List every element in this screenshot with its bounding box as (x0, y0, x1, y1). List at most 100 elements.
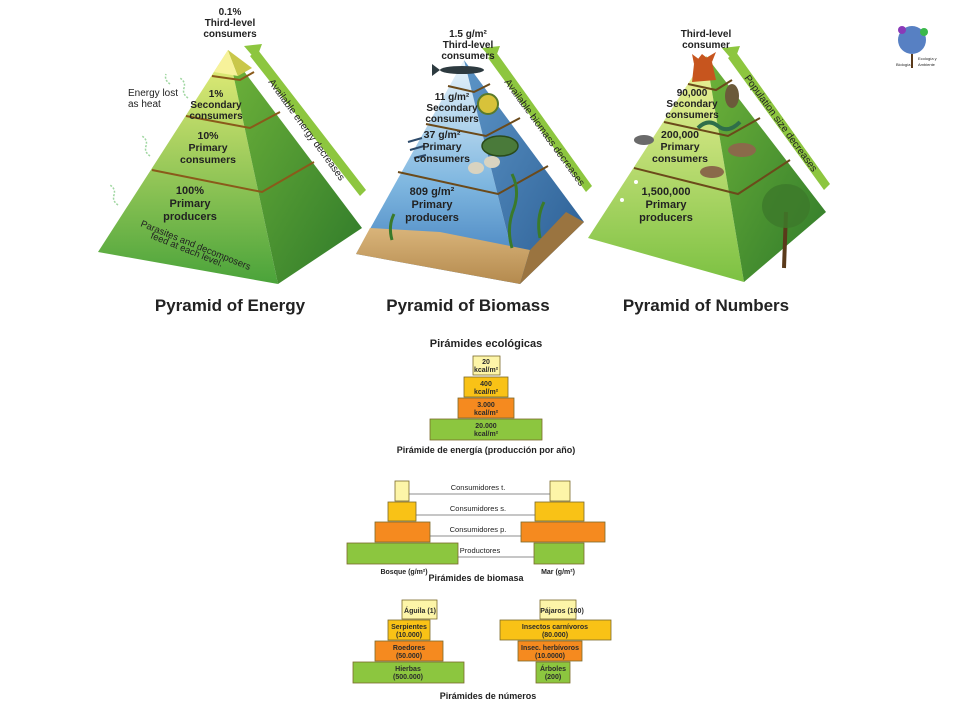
snail-icon (468, 162, 484, 174)
biomass-level-name: consumers (414, 153, 470, 165)
numbers-level-name: consumers (665, 110, 719, 121)
energia-level-label: 3.000 (477, 402, 495, 409)
owl-icon (725, 84, 739, 108)
fish-tail-icon (432, 64, 440, 76)
numeros-right-label: (200) (545, 674, 561, 681)
bosque-level-4 (346, 542, 459, 565)
bosque-label: Bosque (g/m²) (380, 569, 427, 576)
energy-level-name: Third-level (205, 18, 256, 29)
energia-level-3 (457, 397, 515, 419)
biomass-divider-2 (425, 117, 521, 138)
biomass-level-name: consumers (425, 114, 479, 125)
energy-apex-side (228, 50, 252, 76)
energia-level-label: kcal/m² (474, 431, 499, 438)
numeros-right-label: Insectos carnívoros (522, 624, 588, 631)
energy-divider-2 (185, 111, 281, 130)
logo: Biología Ecología y Ambiente (896, 26, 937, 68)
numbers-side-arrow (728, 52, 830, 190)
numbers-side-arrowhead (722, 46, 740, 62)
numbers-level-name: consumer (682, 40, 730, 51)
energy-level-value: 10% (197, 130, 219, 142)
biomasa-level-label: Consumidores p. (450, 525, 507, 534)
biomass-sand (356, 228, 530, 284)
biomass-level-name: consumers (441, 51, 495, 62)
logo-decor-icon (920, 28, 928, 36)
flower-icon (602, 206, 606, 210)
tree-icon (762, 184, 810, 228)
biomasa-level-label: Consumidores s. (450, 504, 506, 513)
energy-level-name: Secondary (190, 100, 242, 111)
numbers-level-name: Primary (646, 199, 688, 211)
piramides-numeros: Águila (1) Serpientes (10.000) Roedores … (352, 599, 612, 701)
numeros-left-label: Roedores (393, 645, 425, 652)
numeros-caption: Pirámides de números (440, 691, 537, 701)
energy-apex (214, 50, 238, 76)
numbers-level-value: 200,000 (661, 129, 699, 141)
heat-arrow-icon (164, 73, 171, 85)
flower-icon (634, 180, 638, 184)
biomass-level-name: producers (405, 212, 459, 224)
numeros-left-level-1 (401, 599, 438, 620)
numeros-right-label: (10.0000) (535, 653, 565, 660)
energy-heat-label-1: Energy lost (128, 88, 178, 99)
numeros-left-level-3 (374, 640, 444, 662)
fish-icon (440, 66, 484, 74)
numbers-level-name: Third-level (681, 29, 732, 40)
energia-caption: Pirámide de energía (producción por año) (397, 445, 576, 455)
numbers-level-value: 1,500,000 (642, 186, 691, 198)
biomass-level-value: 37 g/m² (424, 129, 461, 141)
energy-pyramid-side (228, 50, 362, 284)
energia-level-label: 20.000 (475, 423, 497, 430)
fish-school-icon (407, 137, 427, 159)
energy-side-arrow (250, 50, 366, 196)
numbers-divider-3 (633, 159, 791, 196)
energy-level-value: 1% (209, 89, 224, 100)
energy-level-value: 100% (176, 185, 204, 197)
biomass-level-name: Secondary (426, 103, 478, 114)
energia-level-label: 20 (482, 359, 490, 366)
energy-side-arrowhead (244, 44, 262, 60)
numbers-level-name: Secondary (666, 99, 718, 110)
numbers-level-labels: Third-level consumer 90,000 Secondary co… (639, 29, 731, 224)
pyramid-of-biomass: Available biomass decreases 1.5 g/m² Thi… (356, 29, 592, 315)
energy-level-name: producers (163, 211, 217, 223)
numeros-right-level-3 (517, 640, 583, 662)
sunfish-icon (477, 93, 499, 115)
numeros-left-label: (50.000) (396, 653, 422, 660)
biomasa-caption: Pirámides de biomasa (428, 573, 524, 583)
biomass-level-name: Third-level (443, 40, 494, 51)
turtle-icon (481, 135, 519, 157)
numbers-level-name: Primary (660, 141, 699, 153)
mar-level-1 (549, 480, 571, 502)
biomass-level-value: 11 g/m² (435, 92, 470, 103)
numeros-right-level-1 (539, 599, 577, 620)
energia-level-label: kcal/m² (474, 410, 499, 417)
numbers-level-name: consumers (652, 153, 708, 165)
piramides-biomasa: Consumidores t. Consumidores s. Consumid… (346, 480, 606, 583)
numbers-level-name: producers (639, 212, 693, 224)
flower-icon (620, 198, 624, 202)
heat-arrow-icon (179, 77, 189, 99)
mar-level-2 (534, 501, 585, 522)
snail-icon (484, 156, 500, 168)
pyramid-of-energy: Available energy decreases Energy lost a… (98, 7, 366, 315)
bosque-level-3 (374, 521, 431, 543)
energy-level-labels: 0.1% Third-level consumers 1% Secondary … (163, 7, 257, 223)
energy-level-name: Primary (188, 142, 227, 154)
numeros-left-level-2 (387, 619, 431, 641)
numbers-level-value: 90,000 (677, 88, 708, 99)
numeros-left-label: Águila (1) (404, 606, 436, 615)
numbers-caption: Pyramid of Numbers (623, 296, 789, 315)
piramides-title: Pirámides ecológicas (430, 338, 543, 350)
biomass-divider-3 (397, 165, 549, 196)
pyramid-of-numbers: Population size decreases Third-level co… (588, 29, 830, 315)
seaweed-icon (507, 173, 519, 249)
numeros-left-label: (500.000) (393, 674, 423, 681)
energy-level-name: consumers (203, 29, 257, 40)
bosque-level-1 (394, 480, 410, 502)
fox-icon (692, 52, 716, 82)
energia-level-label: kcal/m² (474, 389, 499, 396)
mar-level-3 (520, 521, 606, 543)
numeros-left-label: Serpientes (391, 624, 427, 631)
bosque-level-2 (387, 501, 417, 522)
